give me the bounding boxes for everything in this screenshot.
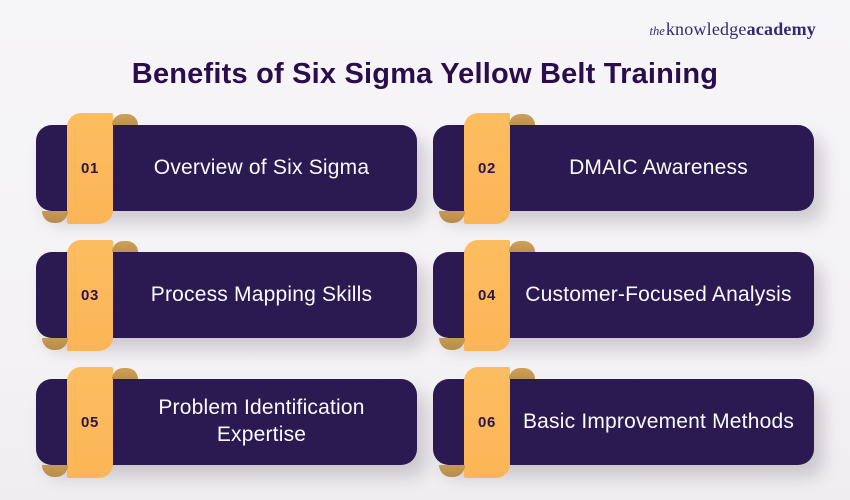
benefits-grid: 01 Overview of Six Sigma 02 DMAIC Awaren… [36, 113, 814, 478]
benefit-card-2: 02 DMAIC Awareness [433, 113, 814, 224]
page-title: Benefits of Six Sigma Yellow Belt Traini… [131, 58, 719, 90]
ribbon-curl-top [112, 368, 138, 379]
logo-knowledge: knowledge [665, 19, 747, 39]
ribbon-number-tab: 01 [42, 113, 138, 224]
card-title: Customer-Focused Analysis [525, 282, 792, 306]
card-number: 06 [478, 414, 496, 431]
benefit-card-1: 01 Overview of Six Sigma [36, 113, 417, 224]
card-title: Process Mapping Skills [150, 282, 373, 306]
ribbon-number-tab: 03 [42, 240, 138, 351]
ribbon-curl-top [509, 241, 535, 252]
card-number: 05 [81, 414, 99, 431]
card-title: Problem Identification Expertise [158, 396, 365, 446]
ribbon-curl-bottom [439, 338, 465, 350]
ribbon-curl-top [509, 114, 535, 125]
benefit-card-3: 03 Process Mapping Skills [36, 240, 417, 351]
ribbon-number-tab: 05 [42, 367, 138, 478]
ribbon-number-tab: 04 [439, 240, 535, 351]
ribbon-curl-top [112, 241, 138, 252]
card-number: 04 [478, 287, 496, 304]
ribbon-curl-top [509, 368, 535, 379]
ribbon-curl-bottom [42, 465, 68, 477]
card-number: 02 [478, 160, 496, 177]
card-title: Overview of Six Sigma [153, 155, 370, 179]
benefit-card-4: 04 Customer-Focused Analysis [433, 240, 814, 351]
logo-the: the [649, 24, 665, 38]
ribbon-number-tab: 02 [439, 113, 535, 224]
benefit-card-6: 06 Basic Improvement Methods [433, 367, 814, 478]
ribbon-curl-bottom [42, 338, 68, 350]
benefit-card-5: 05 Problem Identification Expertise [36, 367, 417, 478]
card-title: Basic Improvement Methods [522, 409, 795, 433]
ribbon-number-tab: 06 [439, 367, 535, 478]
ribbon-curl-bottom [439, 211, 465, 223]
card-title: DMAIC Awareness [569, 155, 748, 179]
ribbon-curl-bottom [42, 211, 68, 223]
logo-academy: academy [746, 19, 816, 39]
ribbon-curl-top [112, 114, 138, 125]
card-number: 01 [81, 160, 99, 177]
ribbon-curl-bottom [439, 465, 465, 477]
knowledge-academy-logo: theknowledgeacademy [650, 20, 816, 39]
card-number: 03 [81, 287, 99, 304]
